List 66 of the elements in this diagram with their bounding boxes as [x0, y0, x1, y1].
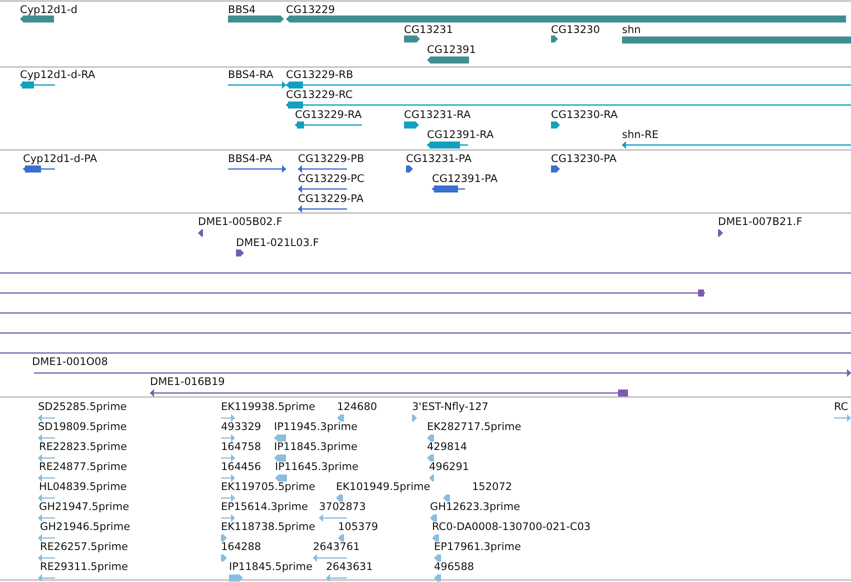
feature-name: IP11845.5prime	[229, 561, 312, 574]
feature-name: DME1-021L03.F	[236, 237, 319, 250]
feature-name: RC	[834, 401, 848, 414]
feature-name: 2643761	[313, 541, 360, 554]
feature-name: CG13231-PA	[406, 153, 472, 166]
feature-name: CG13229-RB	[286, 69, 354, 82]
feature-name: CG13231	[404, 24, 453, 37]
feature-name: EK119705.5prime	[221, 481, 316, 494]
feature-name: GH12623.3prime	[430, 501, 520, 514]
feature-name: SD19809.5prime	[38, 421, 127, 434]
feature-name: 164288	[221, 541, 262, 554]
feature-name: BBS4-PA	[228, 153, 272, 166]
feature-name: DME1-005B02.F	[198, 216, 282, 229]
feature-name: GH21947.5prime	[39, 501, 130, 514]
feature-name: Cyp12d1-d-RA	[20, 69, 96, 82]
feature-name: 105379	[338, 521, 378, 534]
feature-name: HL04839.5prime	[39, 481, 127, 494]
feature-name: CG13229-PC	[298, 173, 364, 186]
feature-name: CG13229-PA	[298, 193, 364, 206]
feature-name: DME1-001O08	[32, 356, 108, 369]
feature-name: DME1-007B21.F	[718, 216, 802, 229]
feature-name: 124680	[337, 401, 378, 414]
feature-name: DME1-016B19	[150, 376, 225, 389]
feature-name: CG13229-RA	[295, 109, 362, 122]
feature-name: EP15614.3prime	[221, 501, 308, 514]
feature-name: 496291	[429, 461, 470, 474]
feature-name: RE26257.5prime	[40, 541, 128, 554]
feature-name: SD25285.5prime	[38, 401, 127, 414]
feature-name: Cyp12d1-d-PA	[23, 153, 98, 166]
feature-name: CG12391	[427, 44, 476, 57]
feature-name: RC0-DA0008-130700-021-C03	[432, 521, 591, 534]
feature-name: 164456	[221, 461, 262, 474]
feature-name: GH21946.5prime	[40, 521, 130, 534]
feature-name: EK119938.5prime	[221, 401, 316, 414]
feature-name: EK118738.5prime	[221, 521, 316, 534]
feature-name: 429814	[427, 441, 468, 454]
feature-name: 493329	[221, 421, 262, 434]
feature-name: IP11845.3prime	[274, 441, 358, 454]
feature-name: RE29311.5prime	[40, 561, 128, 574]
feature-name: Cyp12d1-d	[20, 4, 78, 17]
feature-name: RE22823.5prime	[39, 441, 127, 454]
feature-name: EP17961.3prime	[434, 541, 521, 554]
feature-name: RE24877.5prime	[39, 461, 127, 474]
feature-name: CG13229	[286, 4, 335, 17]
feature-name: EK282717.5prime	[427, 421, 522, 434]
feature-name: BBS4-RA	[228, 69, 274, 82]
feature-name: CG13230	[551, 24, 600, 37]
feature-name: 3702873	[319, 501, 366, 514]
feature-name: 3'EST-Nfly-127	[412, 401, 488, 414]
feature-name: shn-RE	[622, 129, 658, 142]
feature-name: CG13231-RA	[404, 109, 471, 122]
feature-name: CG12391-PA	[432, 173, 498, 186]
feature-name: CG13229-PB	[298, 153, 364, 166]
feature-name: CG12391-RA	[427, 129, 494, 142]
feature-name: 164758	[221, 441, 262, 454]
feature-name: IP11945.3prime	[274, 421, 358, 434]
feature-name: BBS4	[228, 4, 256, 17]
feature-name: CG13229-RC	[286, 89, 353, 102]
feature-name: 496588	[434, 561, 474, 574]
feature-name: CG13230-PA	[551, 153, 617, 166]
feature-name: shn	[622, 24, 641, 37]
feature-name: 152072	[472, 481, 512, 494]
feature-name: EK101949.5prime	[336, 481, 430, 494]
feature-name: IP11645.3prime	[275, 461, 358, 474]
feature-name: 2643631	[326, 561, 373, 574]
feature-name: CG13230-RA	[551, 109, 618, 122]
